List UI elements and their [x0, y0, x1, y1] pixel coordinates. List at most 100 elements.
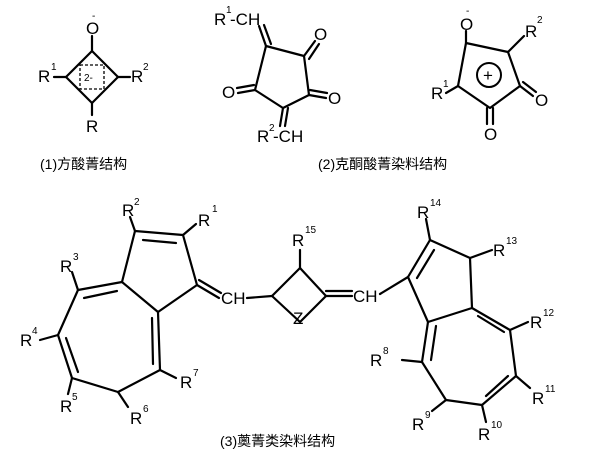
croconaine-co2-a — [236, 88, 257, 95]
squaraine-top-charge: - — [92, 11, 95, 22]
croconate-r2: R — [525, 22, 537, 41]
croconaine-top-sup: 1 — [226, 5, 232, 16]
azulene-cyanine-structure: CH Z CH R 2 R 1 R 3 R 4 R — [20, 197, 556, 444]
croconate-ring — [456, 41, 522, 110]
left-exo-double-b — [197, 278, 223, 295]
croconate-plus: + — [483, 66, 493, 85]
squaraine-dashed-box — [79, 64, 105, 90]
croconate-plus-circle — [476, 62, 502, 88]
left-bond-r7 — [158, 368, 178, 380]
label-r6-sup: 6 — [143, 404, 149, 415]
croconate-top-charge: - — [466, 6, 469, 17]
croconaine-double-bottom-b — [283, 106, 290, 128]
left-bond-r1 — [181, 222, 198, 237]
left-bond-r4 — [38, 333, 60, 342]
label-r11: R — [532, 389, 544, 408]
label-r10-sup: 10 — [491, 420, 503, 431]
label-r15: R — [292, 231, 304, 250]
label-r9: R — [412, 415, 424, 434]
label-r10: R — [478, 425, 490, 444]
label-r14-sup: 14 — [430, 198, 442, 209]
left-five-ring — [120, 229, 199, 314]
croconaine-co1-b — [307, 42, 321, 61]
label-r7: R — [180, 373, 192, 392]
left-seven-ring — [56, 280, 162, 394]
croconaine-co2-b — [235, 83, 256, 90]
label-r7-sup: 7 — [193, 368, 199, 379]
right-five-ring-double — [415, 248, 436, 280]
left-five-ring-double — [141, 238, 178, 245]
croconaine-top-r: R — [214, 10, 226, 29]
croconate-bond-r1 — [444, 84, 460, 95]
left-seven-double-c — [150, 316, 155, 366]
label-r11-sup: 11 — [545, 384, 556, 395]
left-seven-double-a — [82, 289, 119, 300]
squaraine-left-sup: 1 — [51, 62, 57, 73]
squaraine-bottom-r: R — [86, 117, 98, 136]
squaraine-left-r: R — [38, 67, 50, 86]
caption-azulene: (3)薁菁类染料结构 — [220, 433, 335, 449]
croconate-r1-sup: 1 — [443, 79, 449, 90]
left-bond-r6 — [116, 390, 130, 409]
label-r8-sup: 8 — [383, 346, 389, 357]
right-bond-r8 — [400, 358, 424, 364]
right-ch-to-azulene — [378, 275, 410, 296]
right-bond-r12 — [508, 320, 530, 332]
croconaine-double-top-a — [257, 24, 268, 48]
right-bond-r13 — [468, 248, 494, 260]
croconaine-ring — [253, 44, 311, 110]
label-r1: R — [198, 211, 210, 230]
croconaine-double-top-b — [262, 23, 273, 46]
croconate-bond-r2 — [506, 34, 526, 54]
label-r13: R — [493, 241, 505, 260]
croconate-r2-sup: 2 — [537, 15, 543, 26]
left-ch-to-square — [245, 294, 274, 300]
left-bond-r3 — [70, 270, 80, 292]
right-bond-r11 — [514, 374, 532, 390]
croconate-ion-structure: + O - R 2 R 1 O O — [431, 6, 548, 144]
left-exo-double-a — [195, 283, 221, 300]
croconaine-o-left: O — [222, 83, 235, 102]
croconate-o-bottom: O — [484, 125, 497, 144]
croconate-o-right: O — [535, 91, 548, 110]
left-bond-r5 — [66, 376, 74, 396]
label-r6: R — [130, 409, 142, 428]
croconaine-double-bottom-a — [278, 106, 285, 128]
croconaine-o-right: O — [328, 89, 341, 108]
caption-squaraine: (1)方酸菁结构 — [40, 156, 127, 172]
croconate-r1: R — [431, 84, 443, 103]
label-r14: R — [417, 203, 429, 222]
label-r4-sup: 4 — [32, 326, 38, 337]
right-seven-double-a — [429, 324, 438, 362]
squaraine-right-sup: 2 — [143, 62, 149, 73]
croconaine-o-right-top: O — [314, 25, 327, 44]
croconaine-co3-a — [307, 93, 328, 100]
squaraine-structure: 2- O - R 1 R 2 R — [38, 11, 149, 136]
label-r13-sup: 13 — [506, 236, 518, 247]
label-r1-sup: 1 — [212, 204, 218, 215]
label-r15-sup: 15 — [305, 225, 317, 236]
right-bond-r10 — [480, 403, 488, 424]
right-ch: CH — [353, 287, 378, 306]
label-r4: R — [20, 331, 32, 350]
croconaine-bottom-sup: 2 — [269, 123, 275, 134]
right-five-ring — [406, 238, 474, 324]
croconaine-top-ch: -CH — [230, 10, 260, 29]
label-r5-sup: 5 — [72, 392, 78, 403]
left-bond-r2 — [128, 215, 137, 233]
label-r3-sup: 3 — [73, 252, 79, 263]
croconate-top-oxygen: O — [460, 15, 473, 34]
label-r5: R — [60, 397, 72, 416]
label-r9-sup: 9 — [425, 410, 431, 421]
croconaine-structure: R 1 -CH O O O R 2 -CH — [214, 5, 341, 146]
squaraine-charge-label: 2- — [84, 73, 93, 84]
left-ch: CH — [221, 289, 246, 308]
caption-croconaine: (2)克酮酸菁染料结构 — [318, 156, 447, 172]
squaraine-right-r: R — [131, 67, 143, 86]
croconaine-bottom-r: R — [257, 127, 269, 146]
right-bond-r14 — [424, 217, 432, 242]
right-seven-ring — [420, 306, 518, 407]
right-bond-r9 — [430, 398, 448, 413]
central-z: Z — [293, 309, 303, 328]
right-seven-double-c — [476, 314, 506, 334]
